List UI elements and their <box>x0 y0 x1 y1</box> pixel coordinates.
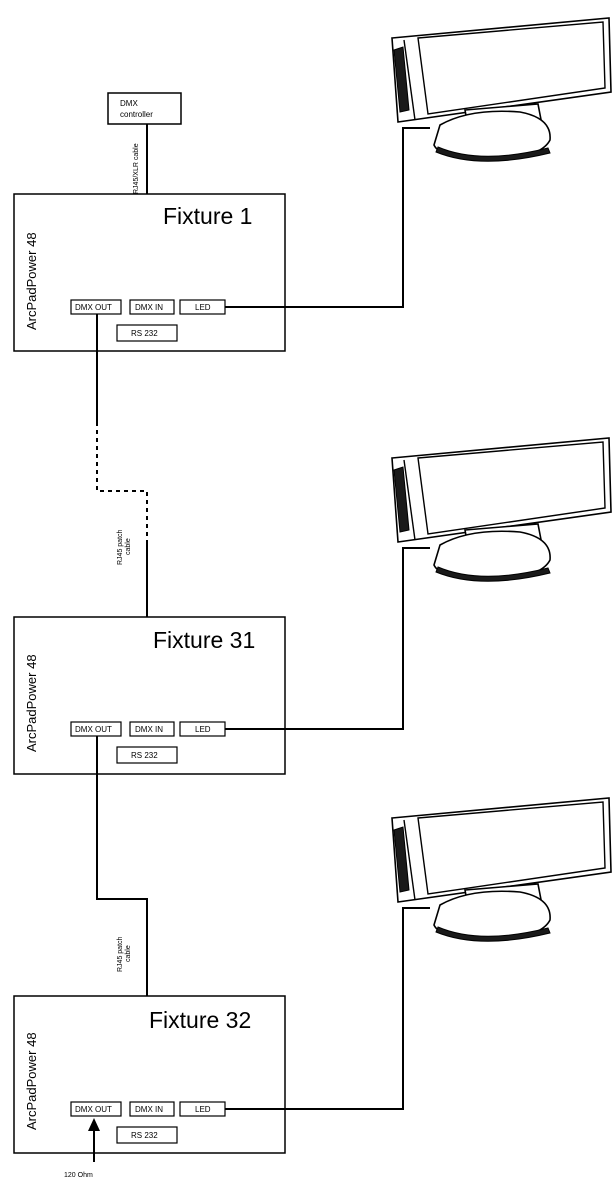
fixture-32-led-label: LED <box>195 1105 211 1114</box>
fixture-32-rs232-port[interactable] <box>116 1126 178 1144</box>
patch-cable-2-label-line2: cable <box>125 945 132 962</box>
fixture-31-rs232-label: RS 232 <box>131 751 158 760</box>
fixture-32-rs232-label: RS 232 <box>131 1131 158 1140</box>
fixture-1-led-label: LED <box>195 303 211 312</box>
dmx-controller-line2: controller <box>120 110 153 119</box>
fixture-1-rs232-label: RS 232 <box>131 329 158 338</box>
patch-cable-1-label-line2: cable <box>125 538 132 555</box>
fixture-1-dmx-in-port[interactable] <box>129 299 175 315</box>
fixture-1-dmx-out-label: DMX OUT <box>75 303 112 312</box>
fixture-32-dmx-in-port[interactable] <box>129 1101 175 1117</box>
fixture-32-title: Fixture 32 <box>149 1007 251 1033</box>
fixture-31: Fixture 31 ArcPadPower 48 DMX OUT DMX IN… <box>13 616 286 775</box>
patch-cable-1-label-line1: RJ45 patch <box>117 529 124 565</box>
terminator: 120 Ohm <box>64 1118 100 1179</box>
fixture-31-dmx-out-label: DMX OUT <box>75 725 112 734</box>
led-fixture-lamp-2-icon <box>391 437 612 582</box>
fixture-31-rs232-port[interactable] <box>116 746 178 764</box>
fixture-31-led-label: LED <box>195 725 211 734</box>
patch-cable-1-dashed <box>96 422 148 543</box>
fixture-31-model: ArcPadPower 48 <box>24 654 39 752</box>
fixture-31-box <box>13 616 286 775</box>
dmx-controller: DMX controller <box>107 92 182 125</box>
dmx-controller-line1: DMX <box>120 99 138 108</box>
fixture-1-dmx-in-label: DMX IN <box>135 303 163 312</box>
led-fixture-lamp-3-icon <box>391 797 612 942</box>
fixture-1-model: ArcPadPower 48 <box>24 232 39 330</box>
fixture-32-dmx-out-label: DMX OUT <box>75 1105 112 1114</box>
fixture-1-led-cable <box>225 127 430 308</box>
controller-cable-label: RJ45/XLR cable <box>133 143 140 194</box>
fixture-32-led-cable <box>225 907 430 1110</box>
patch-cable-2-label-line1: RJ45 patch <box>117 936 124 972</box>
fixture-32-model: ArcPadPower 48 <box>24 1032 39 1130</box>
fixture-32-dmx-in-label: DMX IN <box>135 1105 163 1114</box>
fixture-1-rs232-port[interactable] <box>116 324 178 342</box>
fixture-31-dmx-in-label: DMX IN <box>135 725 163 734</box>
terminator-label: 120 Ohm <box>64 1172 93 1179</box>
terminator-arrow-head <box>88 1118 100 1131</box>
led-fixture-lamp-1-icon <box>391 17 612 162</box>
fixture-32: Fixture 32 ArcPadPower 48 DMX OUT DMX IN… <box>13 995 286 1154</box>
fixture-32-dmx-out-port[interactable] <box>70 1101 122 1117</box>
fixture-31-title: Fixture 31 <box>153 627 255 653</box>
fixture-31-led-cable <box>225 547 430 730</box>
fixture-31-dmx-in-port[interactable] <box>129 721 175 737</box>
fixture-1-box <box>13 193 286 352</box>
fixture-1: Fixture 1 ArcPadPower 48 DMX OUT DMX IN … <box>13 193 286 352</box>
fixture-1-title: Fixture 1 <box>163 203 252 229</box>
